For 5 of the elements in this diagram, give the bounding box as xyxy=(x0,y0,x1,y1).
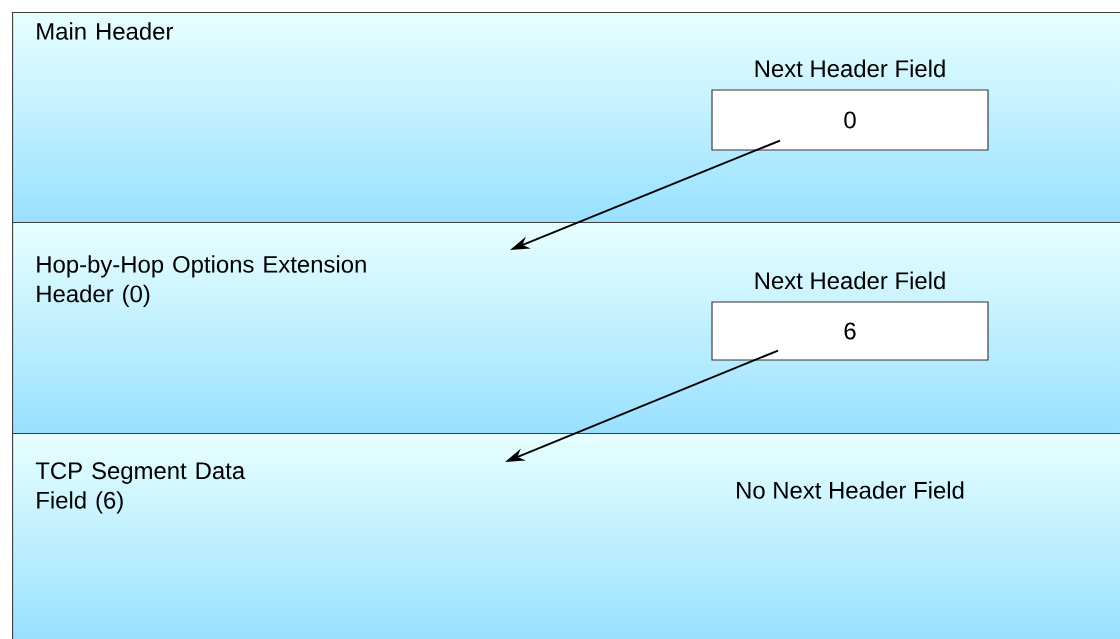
field-box: 6 Next Header Field xyxy=(711,271,989,361)
node-label: Next Header Field xyxy=(755,59,945,78)
node-label: Next Header Field xyxy=(755,271,945,290)
field-box: 0 Next Header Field xyxy=(711,59,989,151)
header-band: TCP Segment Data Field (6) No Next Header Field xyxy=(12,433,1120,639)
